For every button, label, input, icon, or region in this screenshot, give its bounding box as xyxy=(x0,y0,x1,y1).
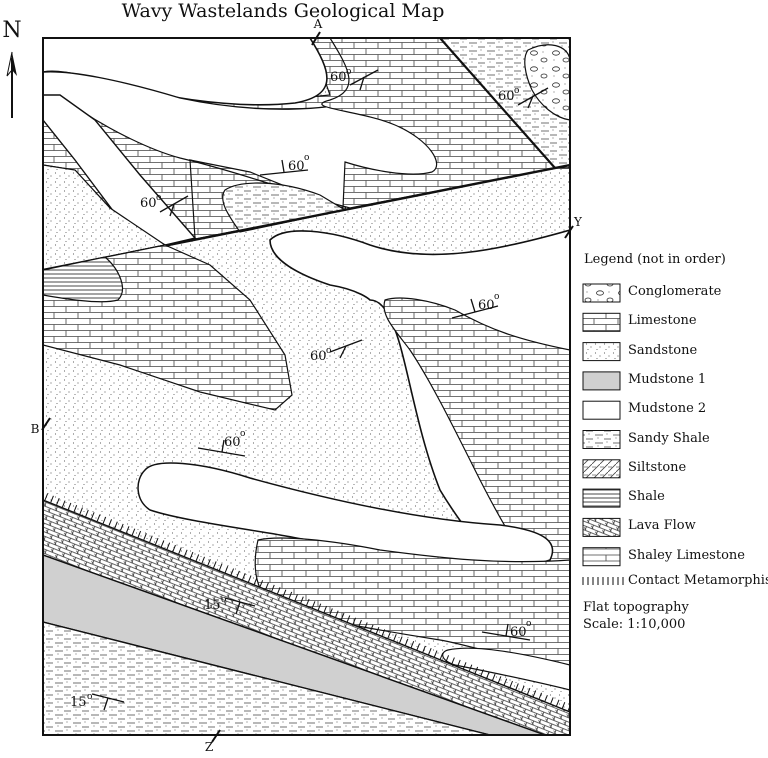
svg-text:B: B xyxy=(31,422,40,436)
svg-text:60: 60 xyxy=(224,435,241,450)
dip-symbol: 60o xyxy=(481,619,531,641)
legend-swatch-sandstone xyxy=(582,342,621,362)
section-marker-y: Y xyxy=(564,215,583,239)
legend-item-limestone: Limestone xyxy=(628,313,697,329)
legend-item-mudstone2: Mudstone 2 xyxy=(628,401,707,417)
legend-swatch-mudstone2 xyxy=(582,400,621,420)
svg-text:o: o xyxy=(346,67,351,77)
svg-text:60: 60 xyxy=(140,196,157,211)
dip-symbol: 60o xyxy=(259,153,309,176)
legend-swatch-mudstone1 xyxy=(582,371,621,391)
svg-text:60: 60 xyxy=(310,349,327,364)
legend-item-lava: Lava Flow xyxy=(628,518,696,534)
svg-text:o: o xyxy=(326,346,331,356)
legend-item-siltstone: Siltstone xyxy=(628,459,687,475)
legend-swatch-limestone xyxy=(582,312,621,332)
legend-item-mudstone1: Mudstone 1 xyxy=(628,371,707,387)
map-area xyxy=(43,38,570,735)
svg-text:o: o xyxy=(514,86,519,96)
svg-text:o: o xyxy=(526,619,531,629)
conglomerate-lens-ne xyxy=(524,44,570,121)
lava-flow-band xyxy=(43,499,570,735)
shale-lens xyxy=(43,256,123,303)
svg-text:15: 15 xyxy=(204,598,221,613)
legend-swatch-siltstone xyxy=(582,459,621,479)
legend-item-sandstone: Sandstone xyxy=(628,342,698,358)
svg-text:o: o xyxy=(304,153,309,163)
svg-text:o: o xyxy=(240,429,245,439)
legend-heading: Legend (not in order) xyxy=(584,252,726,267)
legend-swatch-conglomerate xyxy=(582,283,621,303)
svg-text:o: o xyxy=(221,595,226,605)
svg-text:60: 60 xyxy=(510,625,527,640)
svg-text:60: 60 xyxy=(498,89,515,104)
legend-swatch-sandyshale xyxy=(582,430,621,449)
mudstone2-lower-lens xyxy=(442,647,570,691)
sandyshale-lens-north xyxy=(222,182,347,233)
topography-note: Flat topography xyxy=(583,600,689,615)
sandstone-wedge-nw xyxy=(43,164,167,271)
dip-symbol: 60o xyxy=(451,292,499,319)
svg-text:60: 60 xyxy=(330,70,347,85)
svg-text:60: 60 xyxy=(288,159,305,174)
section-marker-b: B xyxy=(31,417,51,436)
mudstone2-diag-north xyxy=(43,94,197,246)
svg-text:Y: Y xyxy=(573,215,583,229)
section-marker-a: A xyxy=(311,17,323,46)
svg-text:A: A xyxy=(313,17,323,31)
legend-swatch-lava xyxy=(582,517,621,537)
svg-text:o: o xyxy=(87,692,92,702)
legend-item-shale: Shale xyxy=(628,489,665,505)
legend-item-sandyshale: Sandy Shale xyxy=(628,430,710,446)
mudstone1-band xyxy=(43,554,546,735)
section-marker-z: Z xyxy=(205,729,221,754)
legend xyxy=(582,283,624,585)
contact-metamorphism-ticks xyxy=(44,493,572,712)
scale-note: Scale: 1:10,000 xyxy=(583,617,686,632)
legend-item-contact: Contact Metamorphism xyxy=(628,573,768,588)
map-frame xyxy=(42,37,571,736)
legend-item-shaleylimestone: Shaley Limestone xyxy=(628,547,745,563)
north-arrow-icon: N xyxy=(2,18,22,118)
sandyshale-band-south xyxy=(43,621,491,735)
dip-symbol: 60o xyxy=(197,429,245,457)
svg-text:o: o xyxy=(156,193,161,203)
svg-text:o: o xyxy=(494,292,499,302)
legend-swatch-shaleylimestone xyxy=(582,547,621,567)
limestone-tongue-north xyxy=(43,38,557,246)
svg-text:60: 60 xyxy=(478,298,495,313)
svg-text:Z: Z xyxy=(205,740,213,754)
north-label: N xyxy=(2,18,21,43)
legend-swatch-shale xyxy=(582,488,621,508)
legend-item-conglomerate: Conglomerate xyxy=(628,284,722,299)
svg-text:15: 15 xyxy=(70,695,87,710)
map-title: Wavy Wastelands Geological Map xyxy=(122,0,445,22)
